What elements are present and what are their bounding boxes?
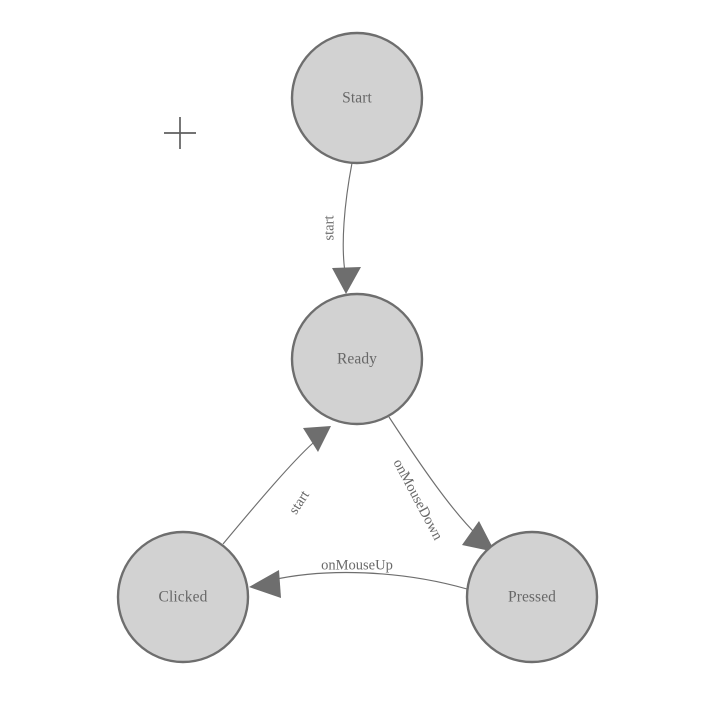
node-start[interactable]: Start — [290, 31, 424, 165]
edge-line — [271, 571, 468, 590]
arrowhead-icon — [462, 521, 495, 552]
node-pressed[interactable]: Pressed — [465, 530, 599, 664]
edge-line — [342, 162, 353, 273]
node-ready[interactable]: Ready — [290, 292, 424, 426]
node-circle[interactable] — [290, 292, 424, 426]
node-circle[interactable] — [290, 31, 424, 165]
arrowhead-icon — [249, 570, 281, 598]
crosshair-cursor-icon — [164, 117, 196, 149]
edge-label: onMouseUp — [321, 557, 393, 573]
node-label: Start — [342, 90, 372, 107]
node-label: Clicked — [159, 589, 208, 606]
edge-ready-to-pressed[interactable]: onMouseDown — [388, 416, 495, 552]
node-label: Ready — [337, 351, 377, 368]
edge-clicked-to-ready[interactable]: start — [222, 426, 331, 545]
arrowhead-icon — [332, 267, 361, 294]
edge-line — [388, 416, 479, 537]
edge-label: onMouseDown — [390, 456, 446, 543]
edge-start-to-ready[interactable]: start — [321, 162, 361, 294]
edge-pressed-to-clicked[interactable]: onMouseUp — [249, 557, 468, 598]
node-circle[interactable] — [116, 530, 250, 664]
edge-label: start — [321, 216, 337, 241]
node-label: Pressed — [508, 589, 556, 606]
edge-label: start — [286, 488, 313, 518]
arrowhead-icon — [303, 426, 331, 452]
node-clicked[interactable]: Clicked — [116, 530, 250, 664]
node-circle[interactable] — [465, 530, 599, 664]
edge-line — [222, 442, 314, 545]
